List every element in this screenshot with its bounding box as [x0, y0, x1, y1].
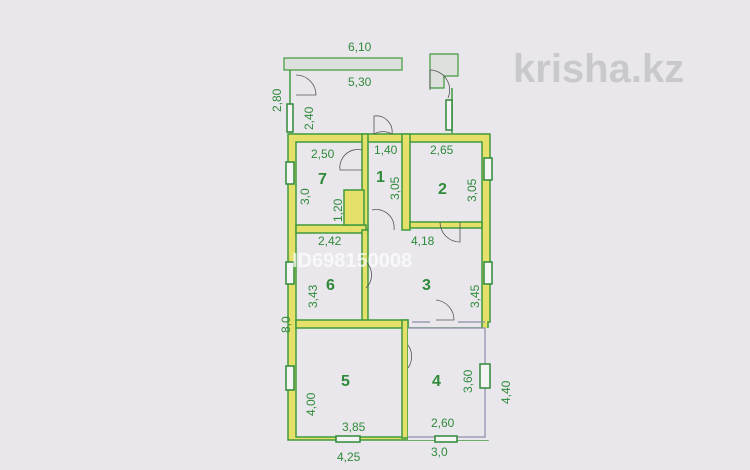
- entry-door: [373, 115, 393, 135]
- door-room7: [339, 149, 363, 171]
- dim-room4-width: 2,60: [431, 416, 455, 430]
- dim-room5-length: 4,00: [304, 392, 318, 416]
- window-room3: [483, 261, 493, 285]
- dim-room2-width: 2,65: [430, 143, 454, 157]
- dim-room4-length: 3,60: [461, 369, 475, 393]
- room-number-1: 1: [376, 169, 385, 186]
- room-number-7: 7: [318, 171, 327, 188]
- room-number-4: 4: [432, 373, 441, 390]
- dim-room7-length: 3,0: [298, 188, 312, 205]
- walls: [285, 115, 493, 443]
- listing-id-watermark: ID698150008: [292, 250, 412, 272]
- window-room5: [285, 365, 295, 391]
- dim-room6-width: 2,42: [318, 234, 342, 248]
- porch-door-right: [429, 69, 451, 99]
- dim-porch-outer-depth: 2,80: [270, 88, 284, 112]
- dim-porch-outer-width: 6,10: [348, 40, 372, 54]
- dim-room1-width: 1,40: [374, 143, 398, 157]
- dim-room6-length: 3,43: [306, 284, 320, 308]
- porch-door-left: [295, 74, 317, 96]
- dim-house-length: 8,0: [279, 316, 293, 333]
- window-room5-bottom: [335, 435, 361, 443]
- door-corridor: [371, 209, 395, 231]
- krisha-logo: krisha.kz: [513, 47, 684, 91]
- window-room6: [285, 261, 295, 285]
- dim-room7-width: 2,50: [311, 147, 335, 161]
- door-room6: [365, 261, 372, 289]
- dim-room5-width: 3,85: [342, 420, 366, 434]
- dim-house-width-bottom: 4,25: [337, 450, 361, 464]
- dim-porch-inner-depth: 2,40: [302, 106, 316, 130]
- window-room4-bottom: [434, 435, 458, 443]
- room-number-2: 2: [438, 181, 447, 198]
- dim-room4-outer-length: 4,40: [499, 380, 513, 404]
- room-number-3: 3: [422, 277, 431, 294]
- window-room7: [285, 161, 295, 185]
- door-room5: [407, 344, 412, 369]
- dim-room4-outer-width: 3,0: [431, 445, 448, 459]
- porch-window-right: [445, 99, 453, 131]
- room-number-6: 6: [326, 277, 335, 294]
- porch: [283, 53, 459, 133]
- dim-porch-inner-width: 5,30: [348, 75, 372, 89]
- dim-room1-length: 3,05: [388, 176, 402, 200]
- window-room4: [479, 363, 491, 389]
- dim-room3-length: 3,45: [468, 284, 482, 308]
- door-room4: [435, 299, 455, 321]
- room-number-5: 5: [341, 373, 350, 390]
- dim-room7-closet: 1,20: [331, 198, 345, 222]
- door-room2: [439, 221, 461, 243]
- dim-room3-width: 4,18: [411, 234, 435, 248]
- window-room2: [483, 157, 493, 181]
- dim-room2-length: 3,05: [465, 178, 479, 202]
- porch-window-left: [286, 103, 294, 133]
